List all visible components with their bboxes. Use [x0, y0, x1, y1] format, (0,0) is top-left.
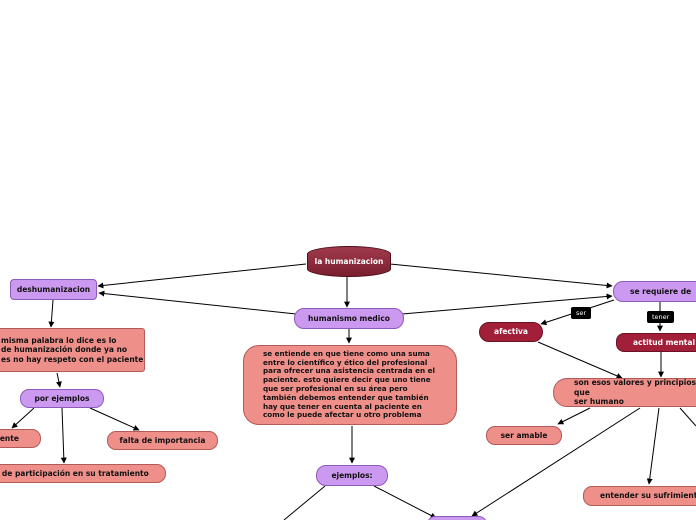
mente-node[interactable]: mente: [0, 429, 41, 448]
humanismo-medico-node[interactable]: humanismo medico: [294, 308, 404, 329]
actitud-mental-node[interactable]: actitud mental: [616, 333, 696, 352]
deshumanizacion-node[interactable]: deshumanizacion: [10, 279, 97, 300]
link-humanismo-deshumanizacion: [98, 290, 297, 315]
por-ejemplos-node[interactable]: por ejemplos: [20, 389, 104, 408]
ser-amable-node[interactable]: ser amable: [486, 426, 562, 445]
link-porejemplos-mente: [11, 407, 35, 429]
tener-relation-tag: tener: [647, 311, 675, 323]
root-topic[interactable]: la humanizacion: [307, 246, 391, 277]
link-deshumanizacion-desc: [48, 299, 55, 328]
se-requiere-de-node[interactable]: se requiere de: [613, 281, 696, 302]
deshumanizacion-description[interactable]: misma palabra lo dice es lo de humanizac…: [0, 328, 145, 372]
humanismo-description[interactable]: se entiende en que tiene como una suma e…: [243, 345, 457, 425]
falta-de-importancia-node[interactable]: falta de importancia: [107, 431, 218, 450]
link-afectiva-valores: [537, 341, 623, 379]
entender-sufrimiento-node[interactable]: entender su sufrimiento: [583, 486, 696, 506]
valores-principios-node[interactable]: son esos valores y principios que ser hu…: [553, 378, 696, 407]
link-desc-porejemplos: [55, 372, 62, 388]
link-porejemplos-falta: [89, 407, 140, 431]
link-valores-bottom: [471, 407, 641, 517]
ser-relation-tag: ser: [571, 307, 592, 319]
ejemplos-node[interactable]: ejemplos:: [316, 465, 388, 486]
link-humanismo-requiere: [401, 293, 613, 315]
link-root-deshumanizacion: [97, 263, 307, 289]
link-valores-right: [679, 407, 696, 427]
link-root-requiere: [389, 263, 613, 289]
link-valores-amable: [557, 407, 591, 425]
participacion-tratamiento-node[interactable]: cia de participación en su tratamiento: [0, 464, 166, 483]
link-ejemplos-right: [373, 485, 437, 519]
link-ejemplos-left: [283, 485, 326, 520]
ejemplos-child-node[interactable]: [427, 516, 487, 520]
link-valores-sufrimiento: [646, 407, 660, 485]
afectiva-node[interactable]: afectiva: [479, 322, 543, 342]
link-porejemplos-participacion: [60, 407, 67, 464]
